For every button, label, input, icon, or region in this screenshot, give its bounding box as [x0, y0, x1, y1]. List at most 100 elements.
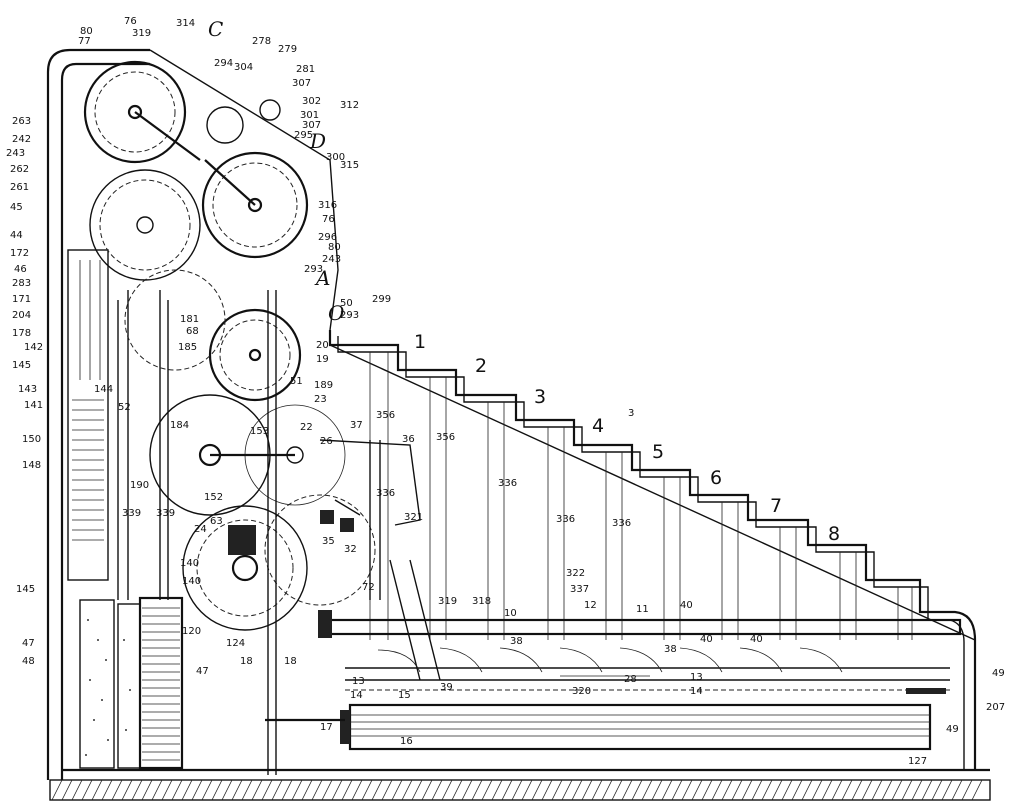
- label-283: 283: [12, 278, 31, 289]
- label-39: 39: [440, 682, 453, 693]
- label-316: 316: [318, 200, 337, 211]
- label-44: 44: [10, 230, 23, 241]
- label-19: 19: [316, 354, 329, 365]
- label-143: 143: [18, 384, 37, 395]
- label-279: 279: [278, 44, 297, 55]
- label-26: 26: [320, 436, 333, 447]
- label-299: 299: [372, 294, 391, 305]
- label-315: 315: [340, 160, 359, 171]
- label-46-left: 46: [14, 264, 27, 275]
- label-80-top: 80: [80, 26, 93, 37]
- label-80-mid: 80: [328, 242, 341, 253]
- step-5: 5: [652, 441, 664, 463]
- label-68: 68: [186, 326, 199, 337]
- letter-a: A: [314, 266, 330, 290]
- label-23: 23: [314, 394, 327, 405]
- label-3-small: 3: [628, 408, 634, 419]
- label-304: 304: [234, 62, 253, 73]
- label-243-mid: 243: [322, 254, 341, 265]
- label-11: 11: [636, 604, 649, 615]
- label-339-a: 339: [122, 508, 141, 519]
- label-47-left: 47: [22, 638, 35, 649]
- label-10: 10: [504, 608, 517, 619]
- label-356-a: 356: [376, 410, 395, 421]
- label-263: 263: [12, 116, 31, 127]
- label-321: 321: [404, 512, 423, 523]
- label-140-b: 140: [182, 576, 201, 587]
- label-336-a: 336: [498, 478, 517, 489]
- step-4: 4: [592, 415, 604, 437]
- machine-housing: [46, 48, 990, 780]
- label-28: 28: [624, 674, 637, 685]
- label-77: 77: [78, 36, 91, 47]
- lower-wheels: [149, 394, 376, 631]
- center-rods: [159, 290, 381, 775]
- label-47-right: 47: [196, 666, 209, 677]
- label-140-a: 140: [180, 558, 199, 569]
- left-column-mechanism: [67, 249, 129, 600]
- base-ground: [49, 779, 991, 801]
- letter-c: C: [208, 17, 223, 41]
- label-322: 322: [566, 568, 585, 579]
- label-190: 190: [130, 480, 149, 491]
- label-20: 20: [316, 340, 329, 351]
- step-8: 8: [828, 523, 840, 545]
- label-13-b: 13: [690, 672, 703, 683]
- label-339-b: 339: [156, 508, 175, 519]
- label-312: 312: [340, 100, 359, 111]
- label-204: 204: [12, 310, 31, 321]
- label-184: 184: [170, 420, 189, 431]
- label-336-c: 336: [612, 518, 631, 529]
- label-181: 181: [180, 314, 199, 325]
- horizontal-bars: [265, 610, 962, 751]
- label-38-a: 38: [510, 636, 523, 647]
- label-52: 52: [118, 402, 131, 413]
- key-rods: [369, 352, 913, 640]
- label-13-a: 13: [352, 676, 365, 687]
- label-16: 16: [400, 736, 413, 747]
- label-141: 141: [24, 400, 43, 411]
- label-144: 144: [94, 384, 113, 395]
- label-307-a: 307: [292, 78, 311, 89]
- label-296: 296: [318, 232, 337, 243]
- step-3: 3: [534, 386, 546, 408]
- label-148: 148: [22, 460, 41, 471]
- label-295: 295: [294, 130, 313, 141]
- label-152: 152: [204, 492, 223, 503]
- label-153: 153: [250, 426, 269, 437]
- label-319-b: 319: [438, 596, 457, 607]
- label-172: 172: [10, 248, 29, 259]
- coil-packs: [79, 596, 184, 770]
- label-142: 142: [24, 342, 43, 353]
- label-178: 178: [12, 328, 31, 339]
- label-40-b: 40: [700, 634, 713, 645]
- label-72: 72: [362, 582, 375, 593]
- label-124: 124: [226, 638, 245, 649]
- label-120: 120: [182, 626, 201, 637]
- label-127: 127: [908, 756, 927, 767]
- label-24: 24: [194, 524, 207, 535]
- label-336-b: 336: [556, 514, 575, 525]
- label-35: 35: [322, 536, 335, 547]
- label-189: 189: [314, 380, 333, 391]
- reference-numerals: 314 319 76 80 77 278 279 294 304 281 307…: [6, 16, 1005, 767]
- step-1: 1: [414, 331, 426, 353]
- label-14-b: 14: [690, 686, 703, 697]
- label-51: 51: [290, 376, 303, 387]
- label-12: 12: [584, 600, 597, 611]
- label-15: 15: [398, 690, 411, 701]
- label-319: 319: [132, 28, 151, 39]
- label-261: 261: [10, 182, 29, 193]
- label-150: 150: [22, 434, 41, 445]
- label-293-a: 293: [304, 264, 323, 275]
- label-294: 294: [214, 58, 233, 69]
- label-356-b: 356: [436, 432, 455, 443]
- label-293-b: 293: [340, 310, 359, 321]
- label-50: 50: [340, 298, 353, 309]
- label-171: 171: [12, 294, 31, 305]
- label-301: 301: [300, 110, 319, 121]
- label-302: 302: [302, 96, 321, 107]
- label-281: 281: [296, 64, 315, 75]
